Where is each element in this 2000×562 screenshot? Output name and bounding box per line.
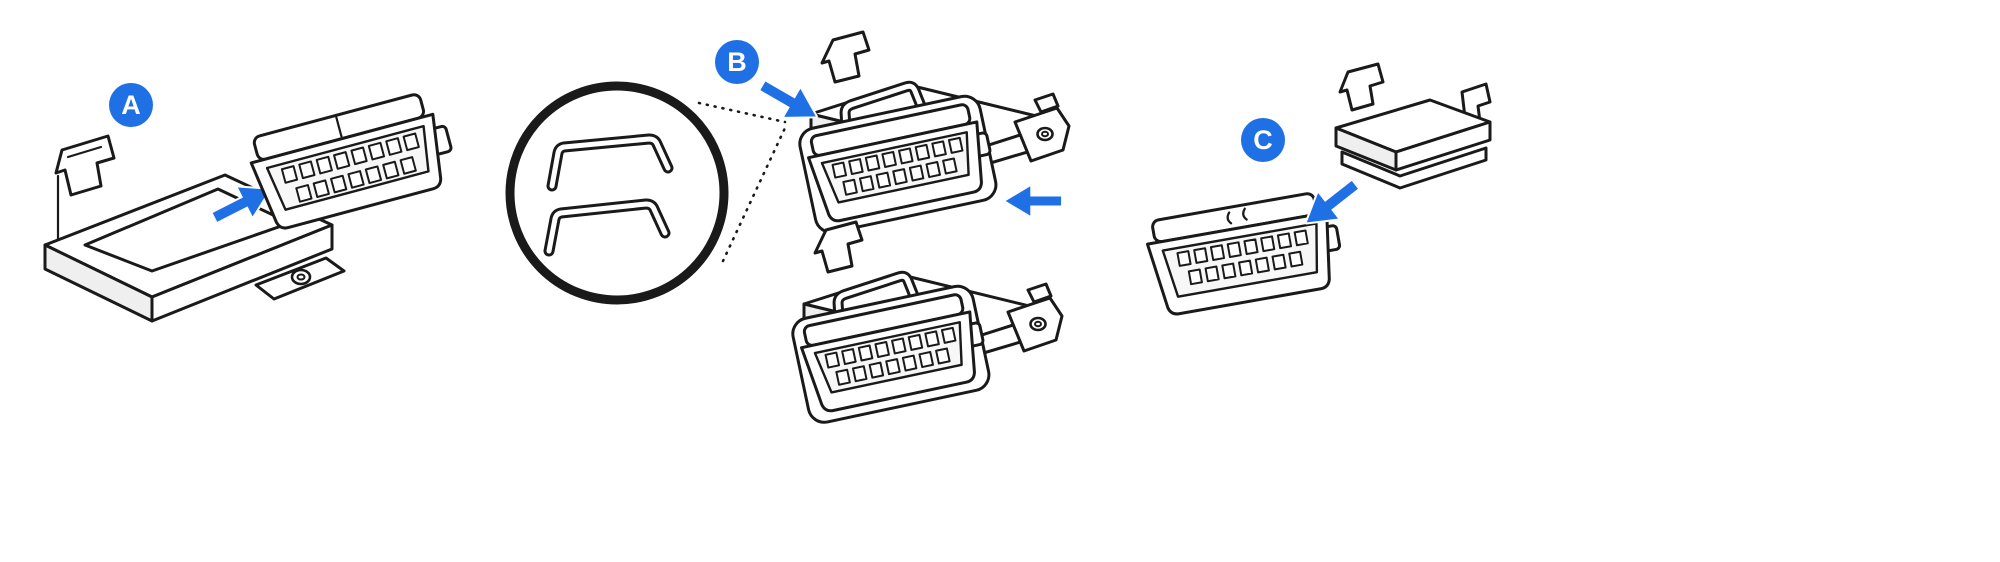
leader-line [697, 101, 787, 124]
leader-line [721, 126, 787, 263]
bracket-with-connector-icon [785, 222, 1062, 425]
step-c-badge: C [1241, 118, 1285, 162]
obd-connector-icon [1145, 192, 1342, 316]
step-b-illustration [752, 32, 1069, 425]
pin-slots-row [280, 132, 420, 184]
retaining-clip-icon [543, 198, 671, 257]
step-a-illustration [43, 93, 453, 323]
screw-hole [290, 268, 312, 286]
pin-slots-row [1176, 229, 1309, 267]
step-c-illustration [1145, 62, 1492, 316]
obd-connector-icon [249, 93, 453, 230]
magnifier-circle [505, 81, 729, 305]
pin-slots-row [1187, 250, 1304, 286]
step-b-badge: B [715, 40, 759, 84]
retaining-clip-icon [546, 133, 674, 192]
bracket-hook [1338, 62, 1385, 112]
bracket-hook [54, 134, 116, 197]
clip-detail [505, 81, 787, 305]
arrow-left-icon [1004, 183, 1062, 219]
pin-slots-row [295, 156, 417, 203]
step-a-badge: A [109, 83, 153, 127]
cover-bracket-icon [1334, 62, 1492, 190]
